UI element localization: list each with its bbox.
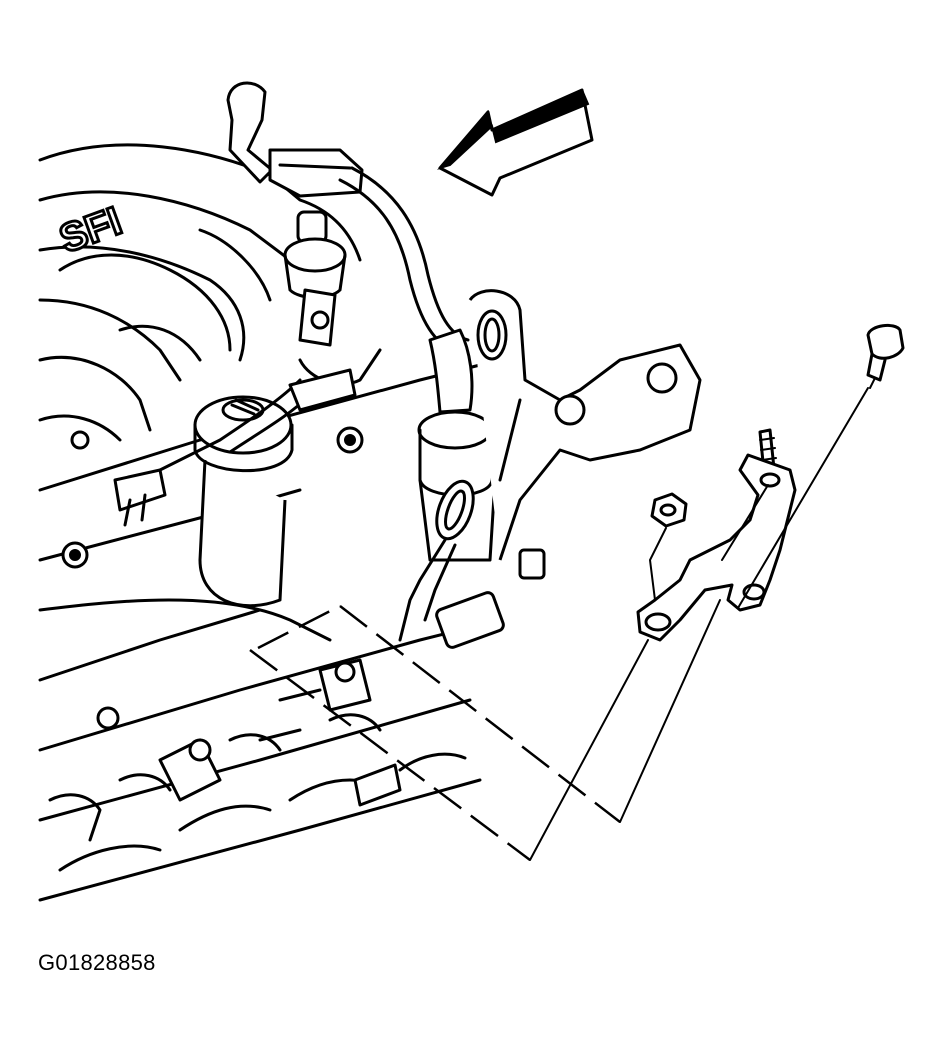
wiring-harness — [113, 368, 357, 527]
lifting-bracket — [468, 289, 702, 561]
figure-id-label: G01828858 — [38, 950, 156, 975]
intake-manifold — [38, 143, 362, 442]
exploded-stud-bolt — [866, 323, 905, 389]
exploded-bracket — [636, 453, 797, 642]
sfi-marking: SFI — [54, 199, 128, 262]
block-bolts — [61, 426, 364, 730]
exploded-nut — [650, 492, 688, 528]
direction-arrow — [437, 88, 594, 197]
vacuum-sensor-assembly — [226, 81, 382, 386]
fuel-injectors — [158, 658, 402, 807]
ground-eyelet — [398, 479, 546, 649]
assembly-leader-lines — [249, 387, 869, 861]
oil-fill-cap — [193, 395, 294, 608]
